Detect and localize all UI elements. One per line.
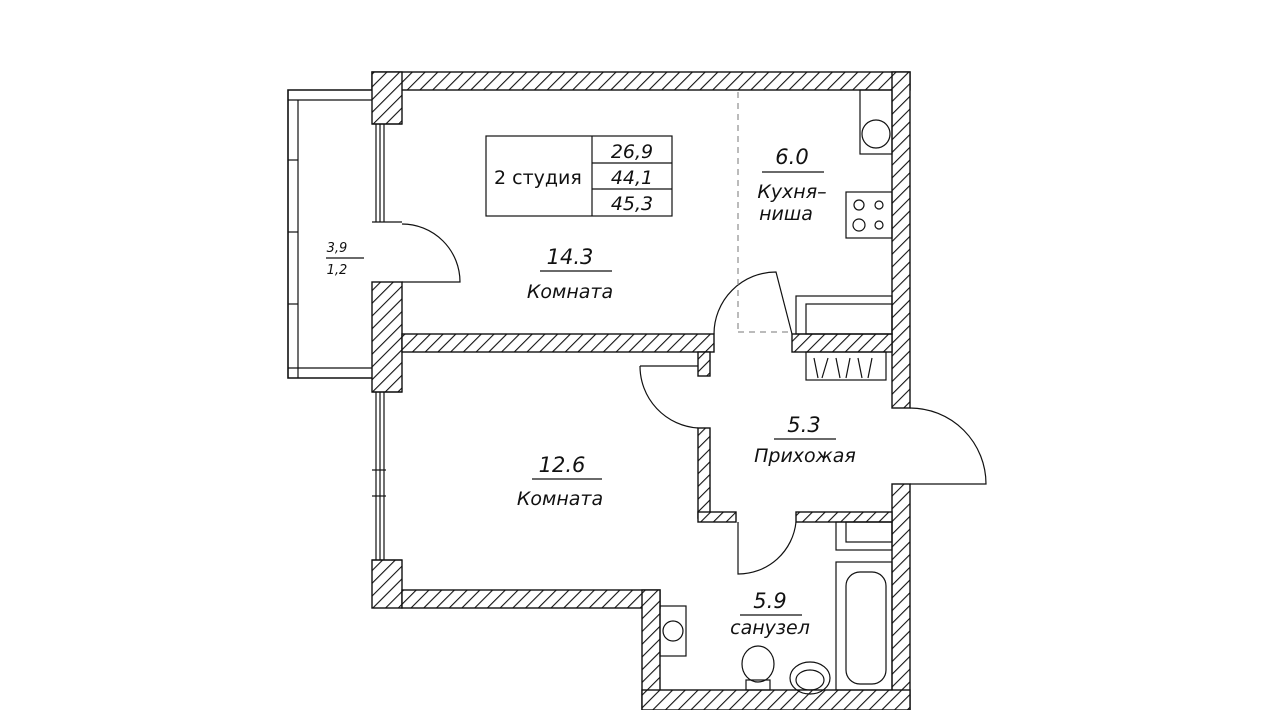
room1-area: 14.3 — [547, 245, 594, 269]
windows — [372, 123, 402, 561]
wall-left-mid — [371, 281, 403, 393]
wall-partition-room1 — [401, 333, 715, 353]
bath-area: 5.9 — [753, 589, 786, 613]
total-area-value: 44,1 — [611, 167, 653, 189]
wall-top — [371, 71, 911, 91]
toilet-icon — [741, 645, 775, 691]
wall-bath-top — [795, 511, 893, 523]
wall-bath-bottom — [641, 689, 911, 710]
room1-name: Комната — [527, 281, 613, 303]
apartment-type-label: 2 студия — [494, 167, 582, 189]
summary-table: 2 студия 26,9 44,1 45,3 — [485, 135, 673, 217]
wall-partition-kitchen — [791, 333, 893, 353]
wall-right-lower — [891, 483, 911, 710]
balcony — [287, 89, 372, 379]
kitchen-area: 6.0 — [775, 145, 808, 169]
doors — [401, 223, 987, 575]
stove-icon — [845, 191, 893, 239]
washer-icon — [659, 605, 687, 657]
bathtub-icon — [835, 561, 893, 691]
kitchen-sink-icon — [859, 89, 893, 155]
ventilation-icon — [805, 351, 887, 381]
room2-area: 12.6 — [539, 453, 586, 477]
room-labels: 14.3 Комната 6.0 Кухня– ниша 12.6 Комнат… — [327, 145, 856, 639]
wall-right-upper — [891, 71, 911, 409]
balcony-area: 3,9 — [327, 241, 348, 256]
wall-room2-hall-lower — [697, 427, 711, 519]
bathroom-fixtures — [659, 521, 893, 695]
washbasin-icon — [789, 661, 831, 695]
wall-left-upper — [371, 71, 403, 125]
wall-room2-hall — [697, 351, 711, 377]
kitchen-name-line1: Кухня– — [757, 181, 826, 203]
living-area-value: 26,9 — [611, 141, 653, 163]
bath-name: санузел — [730, 617, 810, 639]
hall-name: Прихожая — [754, 445, 856, 467]
total-with-balcony-value: 45,3 — [611, 193, 653, 215]
balcony-coefficient: 1,2 — [327, 263, 348, 278]
wall-left-lower — [371, 559, 403, 609]
walls — [371, 71, 911, 710]
kitchen-name-line2: ниша — [759, 203, 813, 225]
kitchen-fixtures — [795, 89, 893, 381]
counter-icon — [795, 295, 893, 335]
wall-bottom-room2 — [401, 589, 661, 609]
hall-area: 5.3 — [787, 413, 820, 437]
wall-bath-hall-stub — [697, 511, 737, 523]
room2-name: Комната — [517, 488, 603, 510]
